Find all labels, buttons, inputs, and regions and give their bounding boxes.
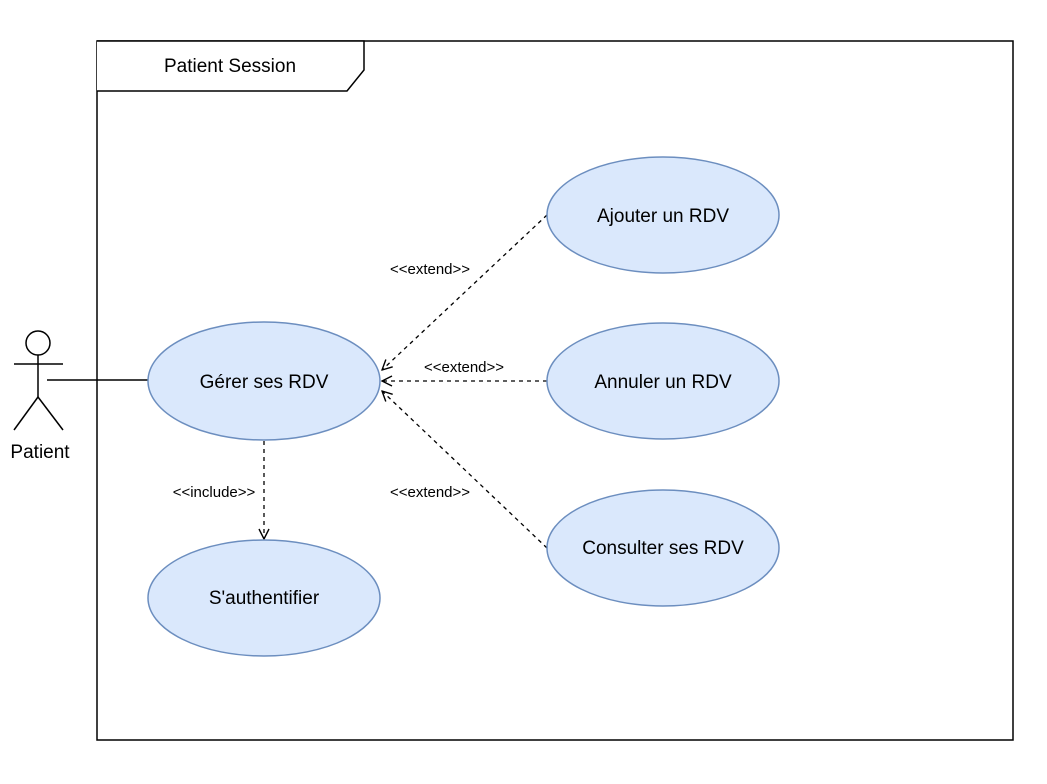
usecase-annuler-rdv[interactable]: Annuler un RDV <box>546 322 780 440</box>
frame-title: Patient Session <box>164 56 296 77</box>
extend-arrow-consulter <box>382 391 548 549</box>
actor-right-leg <box>37 396 64 431</box>
system-frame <box>96 40 1014 741</box>
frame-title-tab <box>97 40 365 92</box>
usecase-ajouter-rdv[interactable]: Ajouter un RDV <box>546 156 780 274</box>
extend-label-annuler: <<extend>> <box>424 359 504 376</box>
extend-arrow-ajouter <box>382 214 548 370</box>
extend-label-ajouter: <<extend>> <box>390 261 470 278</box>
usecase-gerer-rdv[interactable]: Gérer ses RDV <box>147 321 381 441</box>
actor-head <box>25 330 51 356</box>
include-label: <<include>> <box>173 484 256 501</box>
usecase-authentifier[interactable]: S'authentifier <box>147 539 381 657</box>
usecase-consulter-label: Consulter ses RDV <box>582 538 744 559</box>
actor-patient[interactable]: Patient <box>10 330 70 463</box>
usecase-annuler-label: Annuler un RDV <box>594 372 732 393</box>
actor-label: Patient <box>10 442 70 463</box>
usecase-consulter-rdv[interactable]: Consulter ses RDV <box>546 489 780 607</box>
extend-label-consulter: <<extend>> <box>390 484 470 501</box>
actor-left-leg <box>13 396 39 431</box>
usecase-gerer-label: Gérer ses RDV <box>200 372 329 393</box>
usecase-ajouter-label: Ajouter un RDV <box>597 206 729 227</box>
usecase-auth-label: S'authentifier <box>209 588 320 609</box>
